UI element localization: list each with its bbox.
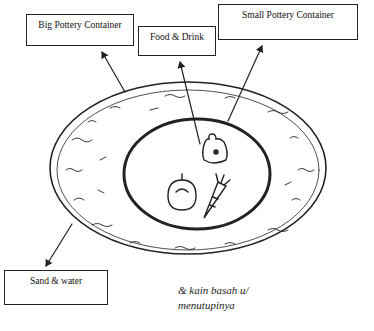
box-label: Small Pottery Container (219, 5, 357, 20)
leader-arrows (46, 46, 262, 266)
label-box: Food & Drink (138, 26, 216, 56)
sand-water-hatching (66, 95, 314, 250)
small-pot-outline (124, 119, 270, 229)
big-pot-outline (50, 82, 326, 254)
box-label: Food & Drink (139, 27, 215, 42)
label-box: Sand & water (4, 270, 108, 305)
handwritten-note: & kain basah u/ menutupinya (178, 283, 270, 313)
box-label: Sand & water (5, 271, 107, 286)
label-box: Small Pottery Container (218, 4, 358, 40)
big-pot-rim (57, 90, 319, 250)
box-label: Big Pottery Container (27, 15, 133, 30)
label-box: Big Pottery Container (26, 14, 134, 46)
food-items (168, 134, 230, 218)
